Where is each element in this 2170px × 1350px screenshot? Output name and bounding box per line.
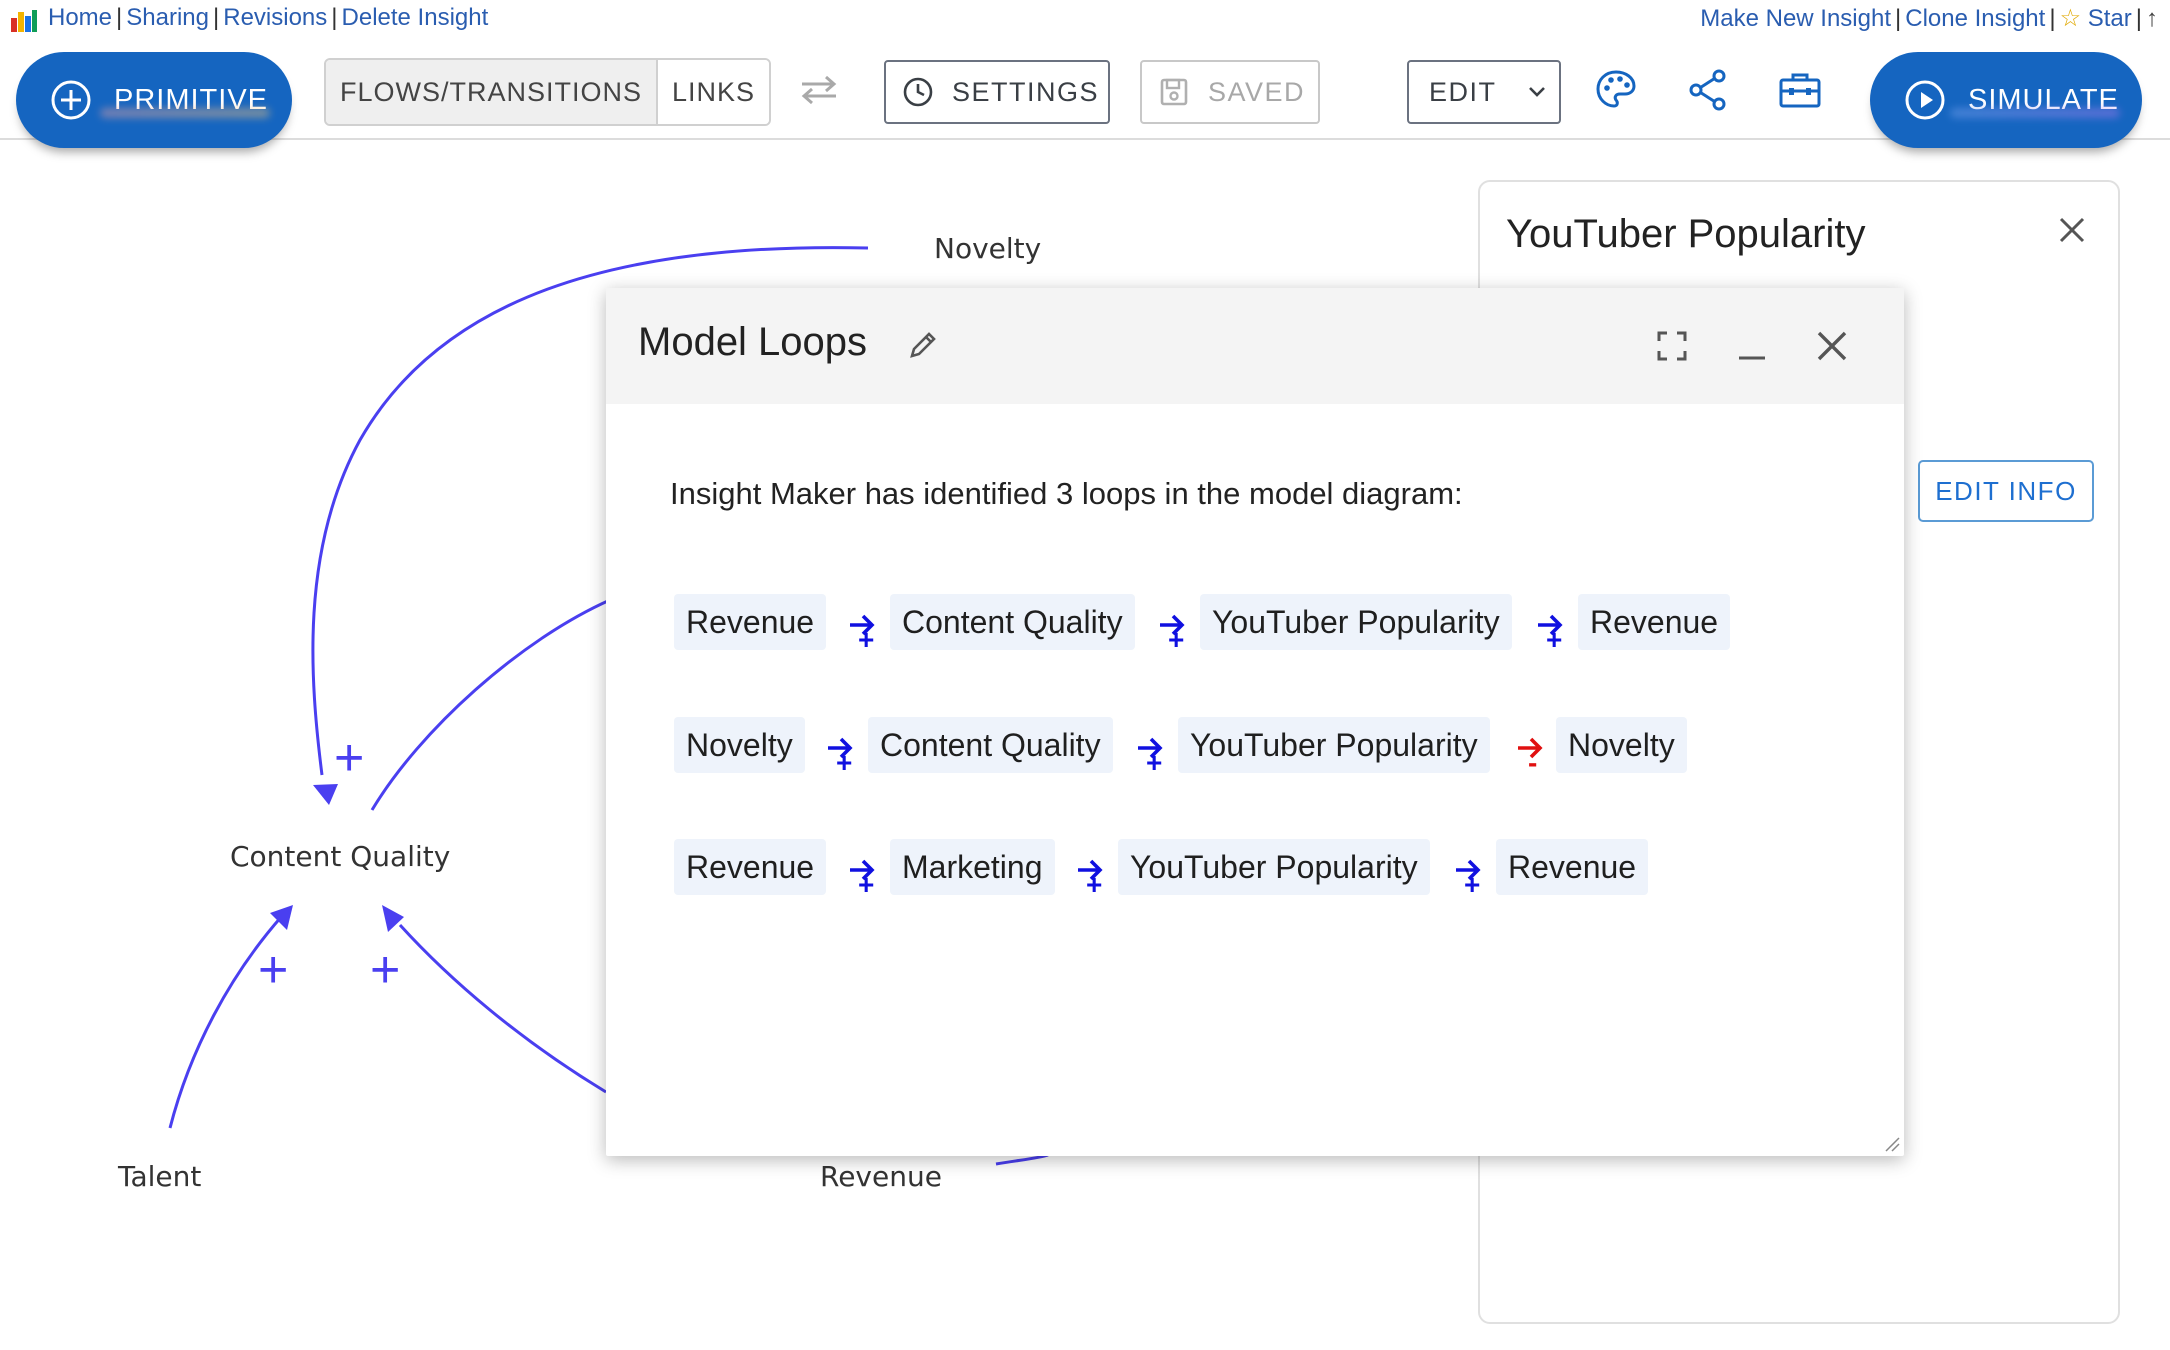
- add-primitive-button[interactable]: PRIMITIVE: [16, 52, 292, 148]
- top-links-left: Home|Sharing|Revisions|Delete Insight: [48, 4, 489, 31]
- loop-node-chip: Content Quality: [890, 594, 1135, 650]
- simulate-button[interactable]: SIMULATE: [1870, 52, 2142, 148]
- loop-link-sign: +: [858, 869, 875, 900]
- link-mode-toggle: FLOWS/TRANSITIONS LINKS: [324, 58, 772, 126]
- fullscreen-icon[interactable]: [1654, 328, 1690, 364]
- positive-arrow-icon: [1138, 737, 1163, 759]
- loop-link-sign: +: [858, 624, 875, 655]
- positive-arrow-icon: [1160, 614, 1185, 636]
- clock-icon: [903, 77, 933, 107]
- node-revenue[interactable]: Revenue: [820, 1160, 942, 1193]
- home-link[interactable]: Home: [48, 4, 113, 31]
- tab-links[interactable]: LINKS: [658, 60, 770, 124]
- node-talent[interactable]: Talent: [118, 1160, 202, 1193]
- loop-link-sign: +: [1146, 747, 1163, 778]
- loop-link-sign: -: [1528, 747, 1538, 778]
- main-toolbar: PRIMITIVE FLOWS/TRANSITIONS LINKS SETTIN…: [0, 40, 2170, 148]
- model-loops-dialog: Model Loops Insight Maker has identified…: [606, 288, 1904, 1156]
- positive-arrow-icon: [828, 737, 853, 759]
- negative-arrow-icon: [1518, 737, 1543, 759]
- link-novelty-to-content-quality[interactable]: [311, 246, 869, 776]
- loop-node-chip: YouTuber Popularity: [1178, 717, 1490, 773]
- info-panel-title: YouTuber Popularity: [1506, 212, 1866, 256]
- link-talent-to-content-quality[interactable]: [168, 915, 284, 1129]
- arrowhead-novelty-link: [313, 784, 338, 805]
- sharing-link[interactable]: Sharing: [126, 4, 209, 31]
- revisions-link[interactable]: Revisions: [223, 4, 328, 31]
- simulate-label: SIMULATE: [1968, 83, 2119, 116]
- minimize-icon[interactable]: [1734, 328, 1770, 364]
- swap-icon[interactable]: [796, 72, 842, 108]
- loop-node-chip: YouTuber Popularity: [1200, 594, 1512, 650]
- edit-menu-button[interactable]: EDIT: [1407, 60, 1561, 124]
- diagram-links: [168, 246, 1049, 1166]
- arrowhead-talent-link: [270, 905, 293, 930]
- loop-link-sign: +: [836, 747, 853, 778]
- loop-node-chip: Revenue: [674, 839, 827, 895]
- top-link-bar: Home|Sharing|Revisions|Delete Insight Ma…: [0, 0, 2170, 40]
- toolbox-icon[interactable]: [1778, 68, 1822, 112]
- node-novelty[interactable]: Novelty: [934, 232, 1042, 265]
- saved-button[interactable]: SAVED: [1140, 60, 1320, 124]
- loop-node-chip: Novelty: [1556, 717, 1687, 773]
- star-link[interactable]: Star: [2087, 5, 2132, 32]
- dialog-header[interactable]: Model Loops: [606, 288, 1904, 404]
- link-polarity-plus: +: [370, 941, 401, 999]
- settings-label: SETTINGS: [952, 76, 1100, 107]
- share-icon[interactable]: [1686, 68, 1730, 112]
- positive-arrow-icon: [850, 614, 875, 636]
- star-icon[interactable]: ☆: [2059, 5, 2082, 32]
- loops-summary: Insight Maker has identified 3 loops in …: [670, 476, 1463, 511]
- palette-icon[interactable]: [1594, 68, 1638, 112]
- arrowhead-revenue-link: [382, 905, 404, 932]
- model-canvas[interactable]: Novelty Content Quality Talent Revenue +…: [0, 140, 2170, 1350]
- positive-arrow-icon: [1456, 859, 1481, 881]
- save-icon: [1160, 78, 1188, 106]
- tab-flows-transitions[interactable]: FLOWS/TRANSITIONS: [326, 60, 659, 124]
- loop-node-chip: Content Quality: [868, 717, 1113, 773]
- edit-info-button[interactable]: EDIT INFO: [1918, 460, 2094, 522]
- loop-node-chip: Revenue: [1496, 839, 1649, 895]
- positive-arrow-icon: [1538, 614, 1563, 636]
- make-new-insight-link[interactable]: Make New Insight: [1700, 5, 1891, 32]
- close-icon[interactable]: [1814, 328, 1850, 364]
- positive-arrow-icon: [1078, 859, 1103, 881]
- node-content-quality[interactable]: Content Quality: [230, 840, 451, 873]
- loop-link-sign: +: [1086, 869, 1103, 900]
- dialog-title: Model Loops: [638, 320, 868, 364]
- primitive-button-glow: [100, 108, 270, 118]
- loop-node-chip: Revenue: [674, 594, 827, 650]
- loop-link-sign: +: [1464, 869, 1481, 900]
- link-polarity-plus: +: [258, 941, 289, 999]
- play-circle-icon: [1905, 80, 1945, 120]
- loop-link-sign: +: [1168, 624, 1185, 655]
- saved-label: SAVED: [1208, 76, 1306, 107]
- link-revenue-to-content-quality[interactable]: [398, 923, 607, 1094]
- positive-arrow-icon: [850, 859, 875, 881]
- pencil-icon[interactable]: [906, 328, 940, 362]
- loop-node-chip: Marketing: [890, 839, 1055, 895]
- loop-node-chip: Novelty: [674, 717, 805, 773]
- clone-insight-link[interactable]: Clone Insight: [1905, 5, 2046, 32]
- primitive-label: PRIMITIVE: [114, 83, 269, 116]
- loop-node-chip: YouTuber Popularity: [1118, 839, 1430, 895]
- link-polarity-plus: +: [334, 729, 365, 787]
- loop-link-sign: +: [1546, 624, 1563, 655]
- resize-handle-icon[interactable]: [1884, 1136, 1900, 1152]
- link-popularity-to-content-quality[interactable]: [370, 598, 611, 811]
- arrow-up-icon[interactable]: ↑: [2146, 5, 2158, 32]
- edit-label: EDIT: [1429, 76, 1497, 107]
- loop-node-chip: Revenue: [1578, 594, 1731, 650]
- chevron-down-icon: [1528, 87, 1545, 97]
- close-icon[interactable]: [2056, 214, 2088, 246]
- simulate-button-glow: [1950, 108, 2120, 118]
- top-links-right: Make New Insight|Clone Insight|☆ Star|↑: [1700, 5, 2158, 32]
- delete-insight-link[interactable]: Delete Insight: [341, 4, 489, 31]
- plus-circle-icon: [51, 80, 91, 120]
- link-revenue-outgoing[interactable]: [995, 1153, 1049, 1166]
- insight-maker-logo[interactable]: [10, 8, 38, 34]
- settings-button[interactable]: SETTINGS: [884, 60, 1110, 124]
